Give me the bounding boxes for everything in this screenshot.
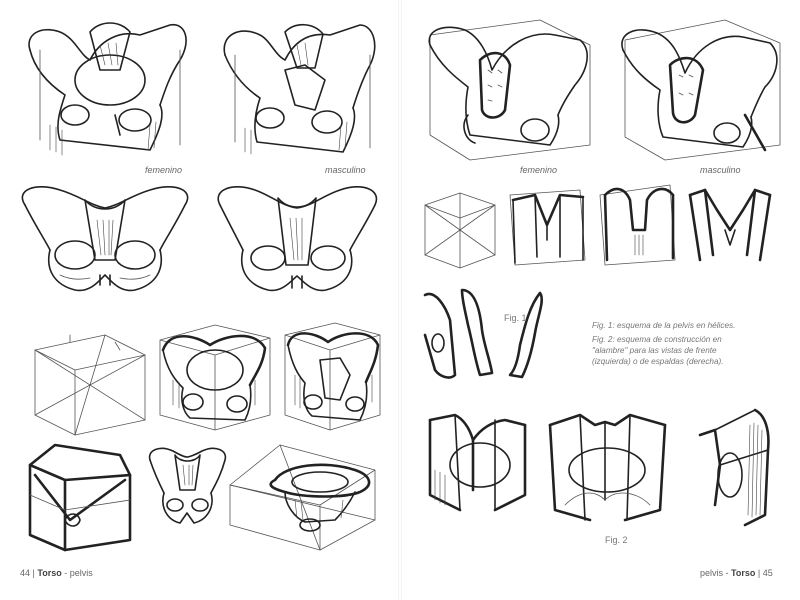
fig2-wire-front-drawing [428, 413, 527, 512]
wire-construction-rear [688, 188, 772, 262]
fig2-wire-rear-drawing [548, 413, 667, 522]
caption-male-right: masculino [700, 165, 741, 175]
left-footer-dash: - [64, 568, 68, 578]
right-page: femenino masculino Fig. 1 [400, 0, 800, 600]
caption-male: masculino [325, 165, 366, 175]
left-footer-separator: | [32, 568, 35, 578]
note-fig2: Fig. 2: esquema de construcción en "alam… [592, 335, 724, 366]
wire-construction-front-1 [509, 189, 586, 266]
figure-notes: Fig. 1: esquema de la pelvis en hélices.… [592, 320, 742, 367]
right-footer: pelvis - Torso | 45 [700, 568, 773, 578]
caption-female: femenino [145, 165, 183, 175]
pelvis-in-box-drawing-2 [284, 322, 381, 431]
right-footer-topic: pelvis [700, 568, 724, 578]
book-gutter [398, 0, 402, 600]
left-page: femenino masculino [20, 22, 381, 578]
wire-box-pelvis-drawing [28, 443, 132, 552]
left-footer-section: Torso [37, 568, 62, 578]
right-page-number: 45 [762, 568, 773, 578]
fig1-label: Fig. 1 [504, 313, 527, 323]
left-page-number: 44 [20, 568, 31, 578]
pelvis-female-front-drawing [21, 186, 189, 292]
pelvis-male-front-drawing [217, 186, 378, 292]
fig2-label: Fig. 2 [605, 535, 628, 545]
note-fig1: Fig. 1: esquema de la pelvis en hélices. [592, 321, 736, 330]
left-footer-topic: pelvis [69, 568, 93, 578]
pelvis-in-large-box-drawing [229, 444, 376, 551]
construction-cube-drawing [424, 192, 496, 269]
fig1-helix-scheme-drawing [423, 288, 544, 379]
right-footer-separator: | [757, 568, 761, 578]
pelvis-in-box-drawing-1 [159, 324, 271, 431]
wire-construction-front-2 [599, 184, 676, 266]
box-construction-drawing [34, 334, 146, 436]
pelvis-female-three-quarter-drawing [28, 22, 187, 156]
right-footer-section: Torso [731, 568, 756, 578]
pelvis-frontal-sketch-small [148, 447, 227, 524]
pelvis-female-rear-three-quarter-drawing [428, 19, 591, 161]
pelvis-male-rear-three-quarter-drawing [621, 19, 781, 161]
left-footer: 44 | Torso - pelvis [20, 568, 93, 578]
caption-female-right: femenino [520, 165, 558, 175]
pelvis-male-three-quarter-drawing [223, 23, 376, 155]
right-footer-dash: - [725, 568, 729, 578]
fig2-wire-side-drawing [698, 408, 770, 527]
